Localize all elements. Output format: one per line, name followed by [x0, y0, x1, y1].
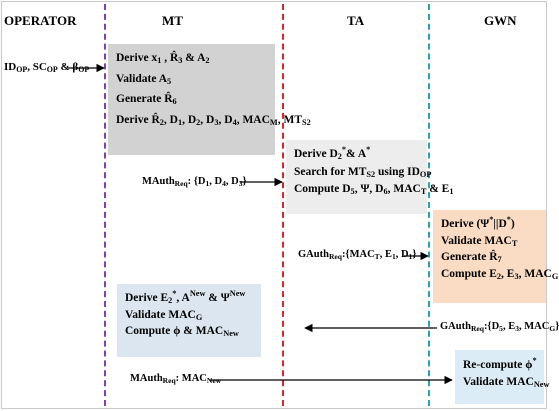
header-mt: MT [162, 13, 183, 28]
header-ta: TA [347, 13, 365, 28]
header-gwn: GWN [484, 13, 517, 28]
operator-input-label: IDOP, SCOP & βOP [4, 61, 90, 74]
process-step: Re-compute ϕ* [463, 356, 537, 371]
process-step: Derive E2*, ANew & ΨNew [125, 289, 246, 305]
mt-process-box-1: Derive x1 , R̂3 & A2 Validate A5 Generate … [108, 44, 311, 155]
process-step: Generate R̂6 [116, 93, 177, 107]
process-step: Derive D2*& A* [294, 145, 371, 161]
process-step: Search for MTS2 using IDOP [294, 165, 432, 179]
process-step: Compute D5, Ψ, D6, MACT & E1 [294, 183, 454, 197]
ta-process-box: Derive D2*& A* Search for MTS2 using IDOP… [286, 140, 454, 214]
message-gauth-req-2: GAuthReq:{D5, E3, MACG} [440, 321, 559, 333]
process-step: Compute ϕ & MACNew [125, 325, 239, 339]
lifeline-operator [104, 4, 106, 406]
lifeline-gwn [428, 4, 430, 406]
header-operator: OPERATOR [4, 13, 77, 28]
process-step: Validate A5 [116, 72, 172, 86]
lifeline-ta [282, 4, 284, 406]
gwn-process-box-1: Derive (Ψ*||D*) Validate MACT Generate R̂7… [433, 210, 558, 303]
process-step: Derive (Ψ*||D*) [441, 215, 515, 230]
process-step: Generate R̂7 [441, 251, 502, 265]
process-step: Validate MACG [125, 308, 203, 322]
process-step: Validate MACNew [463, 375, 550, 389]
gwn-process-box-2: Re-compute ϕ* Validate MACNew [455, 350, 550, 404]
process-step: Derive x1 , R̂3 & A2 [116, 52, 210, 65]
process-step: Validate MACT [441, 234, 518, 248]
